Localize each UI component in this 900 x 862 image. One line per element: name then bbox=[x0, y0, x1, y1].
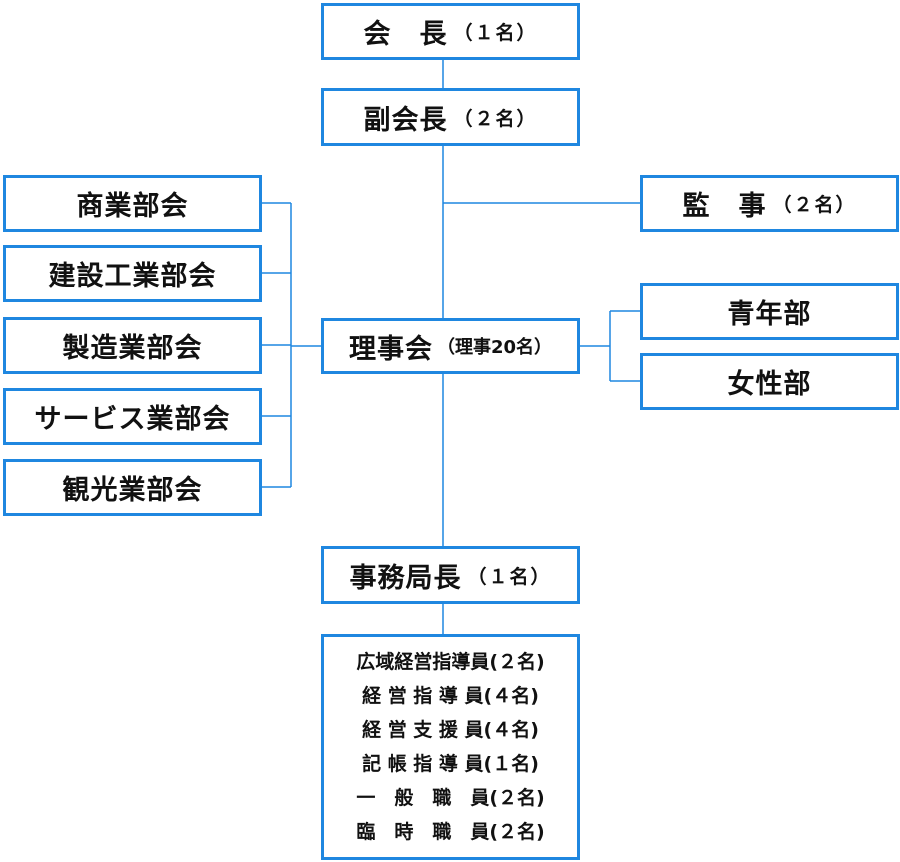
division-label: 建設工業部会 bbox=[48, 261, 217, 292]
division-label: サービス業部会 bbox=[34, 404, 231, 435]
auditor-count: （２名） bbox=[772, 194, 857, 216]
women-section-box: 女性部 bbox=[640, 353, 899, 410]
division-label: 観光業部会 bbox=[62, 475, 203, 506]
auditor-box: 監 事 （２名） bbox=[640, 175, 899, 232]
division-service: サービス業部会 bbox=[3, 388, 262, 445]
president-title: 会 長 bbox=[363, 19, 448, 50]
board-count: （理事20名） bbox=[436, 337, 553, 358]
staff-box: 広域経営指導員(２名) 経 営 指 導 員(４名) 経 営 支 援 員(４名) … bbox=[321, 634, 580, 860]
secretary-general-count: （１名） bbox=[467, 565, 552, 588]
board-box: 理事会 （理事20名） bbox=[321, 318, 580, 374]
secretary-general-box: 事務局長 （１名） bbox=[321, 546, 580, 604]
division-manufacturing: 製造業部会 bbox=[3, 317, 262, 374]
women-section-label: 女性部 bbox=[727, 369, 812, 400]
staff-row: 経 営 指 導 員(４名) bbox=[362, 685, 539, 707]
president-count: （１名） bbox=[453, 22, 538, 44]
staff-row: 広域経営指導員(２名) bbox=[356, 651, 545, 673]
staff-row: 経 営 支 援 員(４名) bbox=[362, 719, 539, 741]
division-label: 製造業部会 bbox=[62, 333, 203, 364]
president-box: 会 長 （１名） bbox=[321, 3, 580, 60]
staff-row: 一 般 職 員(２名) bbox=[356, 787, 545, 809]
vice-president-box: 副会長 （２名） bbox=[321, 88, 580, 146]
youth-section-label: 青年部 bbox=[727, 299, 812, 330]
division-tourism: 観光業部会 bbox=[3, 459, 262, 516]
staff-row: 臨 時 職 員(２名) bbox=[356, 821, 545, 843]
vice-president-title: 副会長 bbox=[363, 104, 448, 136]
youth-section-box: 青年部 bbox=[640, 283, 899, 340]
secretary-general-title: 事務局長 bbox=[349, 562, 462, 594]
division-commerce: 商業部会 bbox=[3, 175, 262, 232]
auditor-title: 監 事 bbox=[682, 191, 767, 222]
division-construction: 建設工業部会 bbox=[3, 245, 262, 302]
vice-president-count: （２名） bbox=[453, 107, 538, 130]
staff-row: 記 帳 指 導 員(１名) bbox=[362, 753, 539, 775]
board-title: 理事会 bbox=[348, 333, 433, 365]
division-label: 商業部会 bbox=[76, 191, 189, 222]
